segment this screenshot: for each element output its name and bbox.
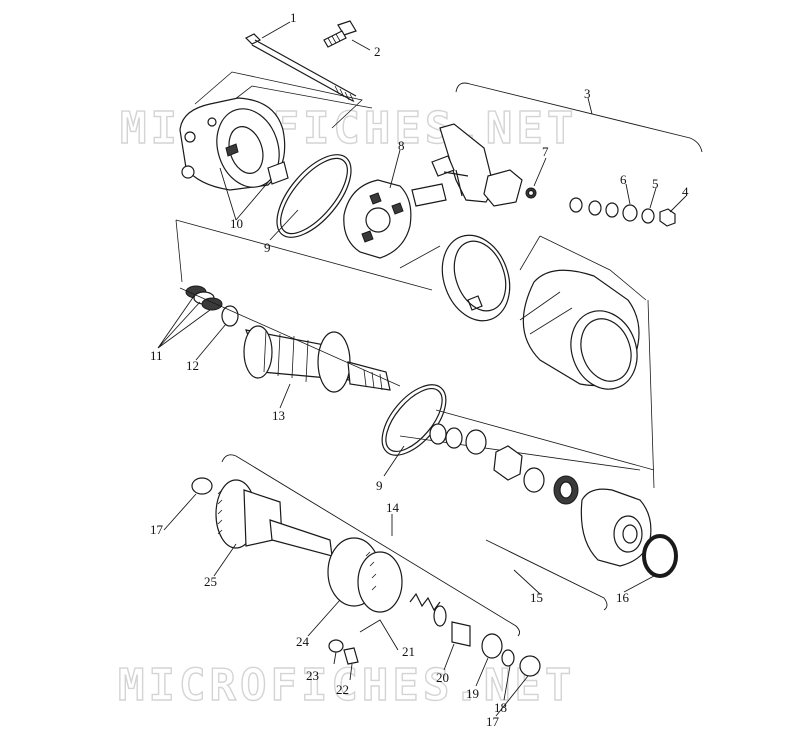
callout-18: 18 [494,700,507,715]
pinion-gear-25 [215,479,333,557]
callout-4: 4 [682,184,689,199]
washer-stack-top [569,197,676,227]
armature [243,325,391,393]
callout-14: 14 [386,500,400,515]
washer-17-top [191,477,213,495]
yoke-housing [519,269,640,390]
callout-labels: 1 2 3 4 5 6 7 8 9 9 10 11 12 13 14 15 16… [150,10,689,729]
callout-11: 11 [150,348,163,363]
ring-19 [481,633,503,659]
callout-8: 8 [398,138,405,153]
bracket-3 [455,82,703,153]
o-ring-upper [276,154,352,238]
brush-holder-assembly [411,123,523,207]
bearing-group [429,423,579,505]
callout-17-top: 17 [150,522,164,537]
watermark-bottom: MICROFICHES.NET [118,660,575,711]
callout-9-lower: 9 [376,478,383,493]
bracket-15 [485,539,608,611]
callout-17-bottom: 17 [486,714,500,729]
callout-3: 3 [584,86,591,101]
callout-21: 21 [402,644,415,659]
callout-12: 12 [186,358,199,373]
callout-6: 6 [620,172,627,187]
front-cover [179,97,289,191]
callout-10: 10 [230,216,243,231]
washer-12 [221,305,239,327]
leader-lines [157,21,687,717]
callout-7: 7 [542,144,549,159]
callout-20: 20 [436,670,449,685]
o-ring-16 [642,534,678,578]
rear-cover [580,488,652,567]
callout-1: 1 [290,10,297,25]
callout-24: 24 [296,634,310,649]
callout-2: 2 [374,44,381,59]
through-bolt [244,33,357,103]
collar-20 [451,621,471,647]
short-bolt [323,20,357,48]
callout-13: 13 [272,408,285,423]
callout-15: 15 [530,590,543,605]
springs-11 [185,285,223,311]
callout-22: 22 [336,682,349,697]
callout-16: 16 [616,590,630,605]
callout-5: 5 [652,176,659,191]
brush-plate [343,179,412,259]
brush-ring [441,234,511,322]
clutch-24 [327,537,403,613]
callout-25: 25 [204,574,217,589]
spring-21 [409,592,447,627]
ring-18 [501,649,515,667]
callout-9-upper: 9 [264,240,271,255]
callout-19: 19 [466,686,479,701]
bracket-14 [221,454,521,637]
callout-23: 23 [306,668,319,683]
washer-17-bottom [519,655,541,677]
